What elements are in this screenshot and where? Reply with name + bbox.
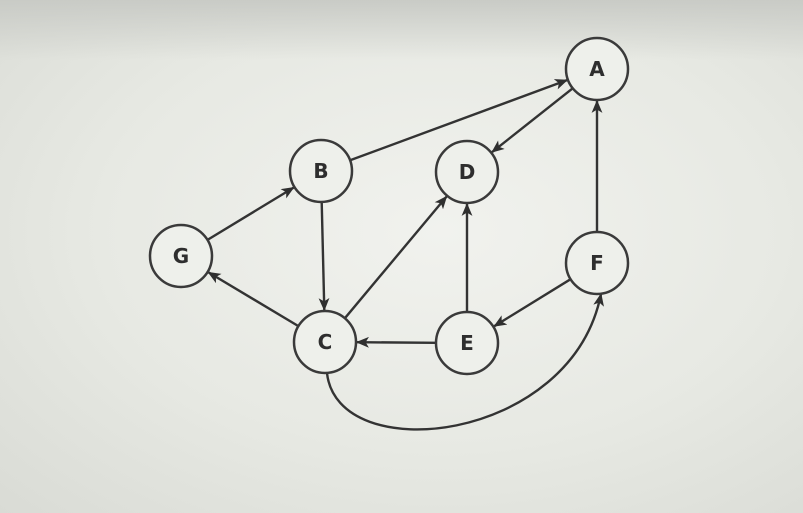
screen-glare [0,0,803,60]
node-f: F [564,230,630,296]
edge-b-to-a [349,78,569,162]
node-a-circle [564,36,630,102]
node-e: E [434,310,500,376]
node-a: A [564,36,630,102]
nodes-layer: A B D G F C E [148,36,630,376]
node-f-circle [564,230,630,296]
node-g-circle [148,223,214,289]
node-a-label: A [589,57,605,81]
edge-c-to-f [325,292,604,431]
node-c-label: C [318,330,333,354]
edge-c-to-d [343,195,448,319]
edge-e-to-c [355,336,437,348]
node-d: D [434,139,500,205]
edge-a-to-d [491,87,574,154]
edges-layer [206,78,604,431]
node-c-circle [292,309,358,375]
node-e-label: E [460,331,474,355]
node-d-label: D [459,160,476,184]
edge-b-to-c [318,201,330,312]
node-c: C [292,309,358,375]
node-g-label: G [173,244,189,268]
node-g: G [148,223,214,289]
edge-c-to-g [207,271,300,328]
node-f-label: F [590,251,604,275]
node-e-circle [434,310,500,376]
edge-g-to-b [206,186,295,241]
node-b-circle [288,138,354,204]
node-b: B [288,138,354,204]
edge-f-to-e [493,278,572,328]
node-d-circle [434,139,500,205]
node-b-label: B [313,159,328,183]
